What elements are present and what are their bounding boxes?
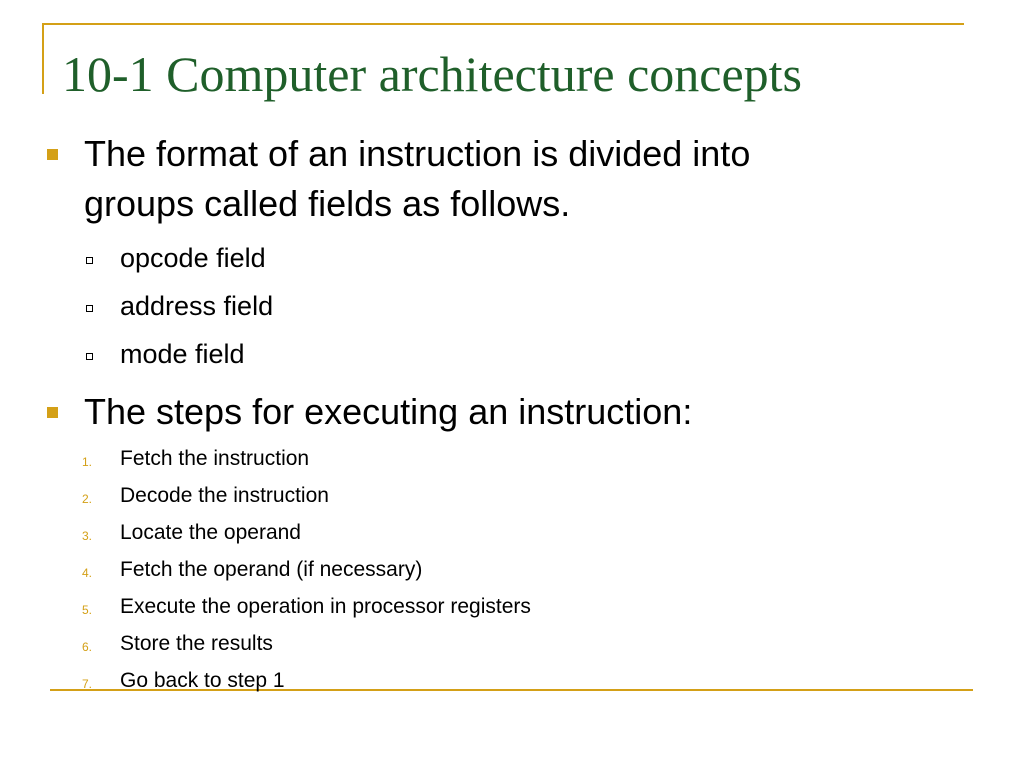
step-text: Decode the instruction [120, 484, 329, 507]
step-text: Locate the operand [120, 521, 301, 544]
hollow-square-bullet-icon [86, 305, 93, 312]
subitem-mode: mode field [120, 339, 245, 369]
bullet-format-line2: groups called fields as follows. [84, 183, 571, 224]
square-bullet-icon [47, 407, 58, 418]
step-number: 1. [82, 455, 93, 469]
step-number: 2. [82, 492, 93, 506]
step-text: Go back to step 1 [120, 669, 285, 692]
frame-left-line [42, 23, 44, 94]
step-number: 5. [82, 603, 93, 617]
step-number: 6. [82, 640, 93, 654]
slide-title: 10-1 Computer architecture concepts [62, 46, 802, 102]
subitem-address: address field [120, 291, 274, 321]
step-number: 4. [82, 566, 93, 580]
step-text: Fetch the operand (if necessary) [120, 558, 423, 581]
step-number: 7. [82, 677, 93, 691]
frame-top-line [42, 23, 964, 25]
step-text: Store the results [120, 632, 273, 655]
bullet-format-line1: The format of an instruction is divided … [84, 133, 751, 174]
step-number: 3. [82, 529, 93, 543]
step-text: Execute the operation in processor regis… [120, 595, 531, 618]
bullet-steps-heading: The steps for executing an instruction: [84, 391, 693, 432]
square-bullet-icon [47, 149, 58, 160]
frame-bottom-line [50, 689, 973, 691]
step-text: Fetch the instruction [120, 447, 310, 470]
subitem-opcode: opcode field [120, 243, 266, 273]
hollow-square-bullet-icon [86, 257, 93, 264]
hollow-square-bullet-icon [86, 353, 93, 360]
